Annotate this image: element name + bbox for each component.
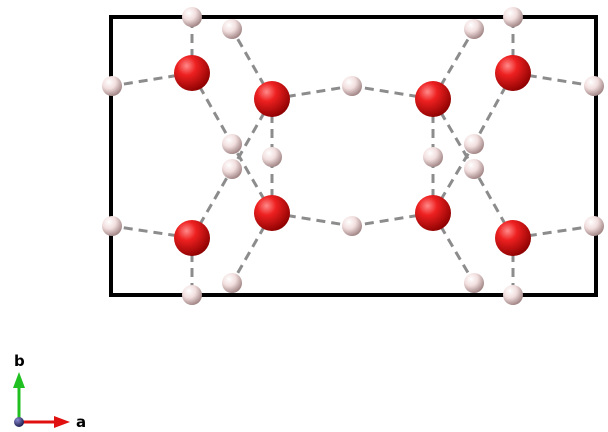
- hydrogen-atom: [584, 76, 604, 96]
- hydrogen-atom: [102, 216, 122, 236]
- oxygen-atom: [495, 55, 531, 91]
- hydrogen-atom: [464, 273, 484, 293]
- a-axis-arrowhead: [54, 416, 70, 428]
- hydrogen-atom: [464, 19, 484, 39]
- hydrogen-bond: [111, 71, 193, 88]
- hydrogen-atom: [222, 159, 242, 179]
- unit-cell-outline: [109, 15, 598, 297]
- hydrogen-atom: [222, 273, 242, 293]
- hydrogen-bond: [431, 143, 476, 214]
- oxygen-atom: [415, 81, 451, 117]
- hydrogen-bond: [512, 71, 595, 88]
- hydrogen-bond: [271, 211, 353, 228]
- hydrogen-bond: [512, 224, 595, 240]
- hydrogen-bond: [472, 168, 515, 239]
- hydrogen-atom: [342, 76, 362, 96]
- axis-indicator: b a: [13, 352, 86, 431]
- hydrogen-atom: [102, 76, 122, 96]
- oxygen-atom: [254, 195, 290, 231]
- axis-origin-sphere: [14, 417, 24, 427]
- oxygen-atom: [174, 55, 210, 91]
- hydrogen-bond: [190, 72, 234, 145]
- hydrogen-atom: [182, 285, 202, 305]
- oxygen-atom: [254, 81, 290, 117]
- hydrogen-atom: [503, 7, 523, 27]
- oxygen-atom: [415, 195, 451, 231]
- a-axis-label: a: [76, 413, 86, 431]
- hydrogen-bond: [230, 28, 274, 100]
- atoms: [102, 7, 604, 305]
- hydrogen-bond: [271, 84, 353, 101]
- hydrogen-atom: [464, 134, 484, 154]
- hydrogen-bond: [431, 28, 476, 100]
- hydrogen-bond: [111, 224, 193, 240]
- hydrogen-bond: [230, 143, 274, 214]
- hydrogen-atom: [342, 216, 362, 236]
- hydrogen-bonds: [111, 17, 595, 295]
- hydrogen-atom: [222, 134, 242, 154]
- hydrogen-atom: [423, 147, 443, 167]
- hydrogen-atom: [262, 147, 282, 167]
- hydrogen-bond: [351, 84, 434, 101]
- oxygen-atom: [174, 220, 210, 256]
- b-axis-label: b: [14, 352, 25, 370]
- oxygen-atom: [495, 220, 531, 256]
- hydrogen-atom: [182, 7, 202, 27]
- hydrogen-atom: [584, 216, 604, 236]
- hydrogen-atom: [503, 285, 523, 305]
- hydrogen-bond: [351, 211, 434, 228]
- b-axis-arrowhead: [13, 372, 25, 388]
- hydrogen-bond: [190, 168, 234, 239]
- hydrogen-bond: [472, 72, 515, 145]
- hydrogen-atom: [464, 159, 484, 179]
- hydrogen-atom: [222, 19, 242, 39]
- hydrogen-bond: [431, 212, 476, 284]
- hydrogen-bond: [230, 212, 274, 284]
